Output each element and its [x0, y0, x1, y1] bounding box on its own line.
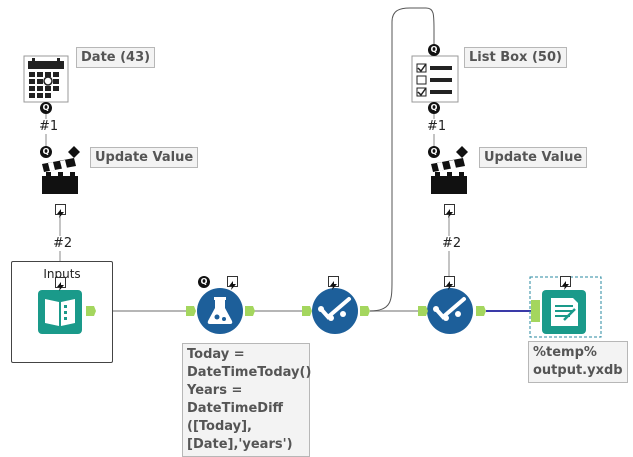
lightning-icon[interactable]	[328, 276, 339, 290]
lightning-icon[interactable]	[560, 276, 571, 290]
output-doc-icon[interactable]	[542, 290, 586, 334]
update-value-label: Update Value	[90, 147, 199, 168]
annotation-line: [Date],'years')	[187, 437, 293, 452]
annotation-line: %temp%	[533, 345, 597, 360]
filter-check-icon[interactable]	[427, 288, 473, 334]
annotation-line: output.yxdb	[533, 363, 623, 378]
annotation-line: Today =	[187, 347, 245, 362]
listbox-tool-label: List Box (50)	[464, 47, 567, 68]
calendar-icon[interactable]	[23, 55, 69, 103]
date-tool-label: Date (43)	[76, 47, 156, 68]
diamond-icon[interactable]	[456, 146, 468, 158]
lightning-icon[interactable]	[227, 276, 238, 290]
annotation-line: DateTimeDiff	[187, 401, 284, 416]
annotation-line: Years =	[187, 383, 243, 398]
connection-label: #1	[425, 119, 449, 134]
annotation-line: DateTimeToday()	[187, 365, 312, 380]
clapperboard-icon[interactable]	[42, 158, 78, 194]
clapperboard-icon[interactable]	[431, 158, 467, 194]
question-badge: Q	[40, 146, 52, 158]
lightning-icon[interactable]	[444, 276, 455, 290]
lightning-icon[interactable]	[55, 277, 66, 291]
connection-label: #2	[51, 236, 75, 251]
question-badge: Q	[428, 44, 440, 56]
output-anchor[interactable]	[86, 306, 98, 318]
container-title: Inputs	[43, 267, 81, 281]
question-badge: Q	[428, 102, 440, 114]
formula-annotation: Today = DateTimeToday() Years = DateTime…	[182, 343, 312, 457]
connection-label: #1	[37, 119, 61, 134]
update-value-label: Update Value	[479, 147, 588, 168]
checklist-icon[interactable]	[411, 55, 459, 103]
question-badge: Q	[40, 102, 52, 114]
lightning-icon[interactable]	[444, 204, 455, 218]
annotation-line: ([Today],	[187, 419, 252, 434]
question-badge: Q	[428, 146, 440, 158]
flask-icon[interactable]	[197, 288, 243, 334]
wire-filter1-to-listbox[interactable]	[369, 7, 435, 312]
connection-label: #2	[440, 236, 464, 251]
input-book-icon[interactable]	[38, 290, 82, 334]
question-badge: Q	[198, 276, 210, 288]
diamond-icon[interactable]	[68, 146, 80, 158]
output-annotation: %temp% output.yxdb	[528, 341, 628, 383]
lightning-icon[interactable]	[55, 204, 66, 218]
filter-check-icon[interactable]	[312, 288, 358, 334]
